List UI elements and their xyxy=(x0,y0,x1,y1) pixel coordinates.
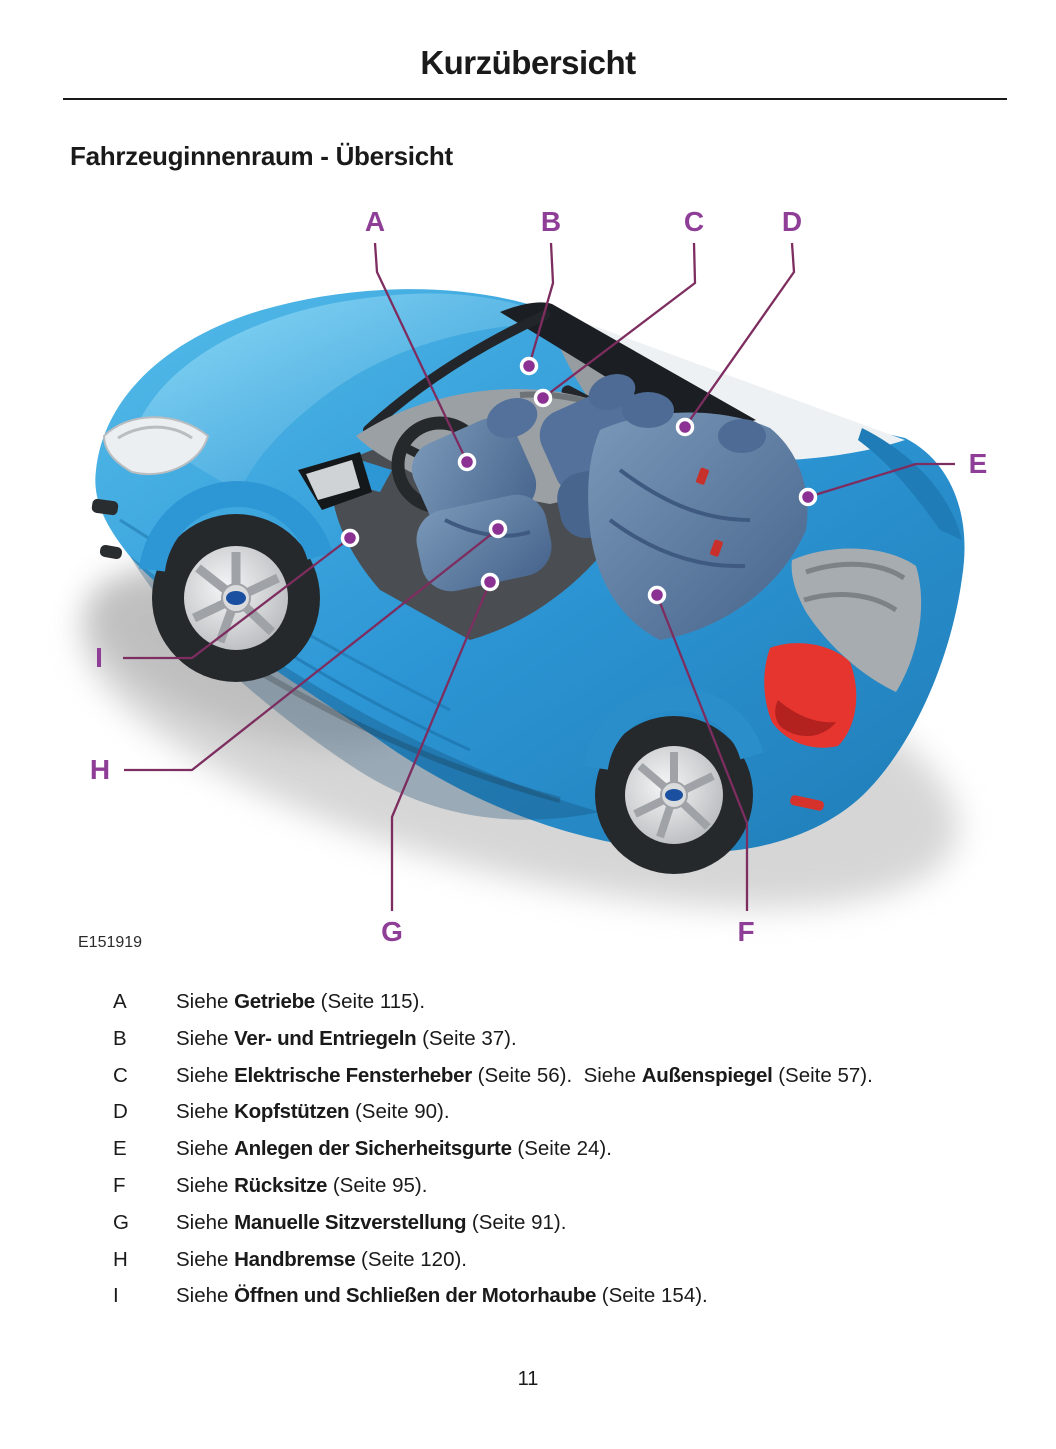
legend-row: H Siehe Handbremse (Seite 120). xyxy=(0,1242,1056,1279)
leader-line-e xyxy=(807,462,955,499)
legend-text: Siehe Kopfstützen (Seite 90). xyxy=(176,1100,450,1124)
handbrake-lever xyxy=(482,501,536,536)
legend-letter: I xyxy=(113,1284,119,1308)
rear-wheel xyxy=(584,686,764,874)
legend-text: Siehe Elektrische Fensterheber (Seite 56… xyxy=(176,1063,873,1087)
callout-label-b: B xyxy=(540,206,562,237)
legend-letter: B xyxy=(113,1026,127,1050)
windshield-frame xyxy=(500,302,756,436)
figure-code: E151919 xyxy=(78,934,143,951)
legend-text: Siehe Getriebe (Seite 115). xyxy=(176,990,426,1013)
legend-text: Siehe Ver- und Entriegeln (Seite 37). xyxy=(176,1026,517,1050)
legend-text: Siehe Manuelle Sitzverstellung (Seite 91… xyxy=(176,1210,567,1234)
callout-dot xyxy=(798,487,818,507)
leader-line-g xyxy=(390,581,492,911)
interior-floor xyxy=(330,432,640,640)
callout-dot xyxy=(675,417,695,437)
page-title: Kurzübersicht xyxy=(420,44,636,81)
callout-label-a: A xyxy=(364,206,386,237)
leader-line-i xyxy=(123,537,351,660)
front-passenger-seat xyxy=(539,374,671,539)
callout-dot xyxy=(457,452,477,472)
legend-text: Siehe Rücksitze (Seite 95). xyxy=(176,1173,428,1197)
legend-text: Siehe Öffnen und Schließen der Motorhaub… xyxy=(176,1284,708,1308)
gear-shifter xyxy=(439,444,503,492)
legend-row: B Siehe Ver- und Entriegeln (Seite 37). xyxy=(0,1021,1056,1058)
callout-dot xyxy=(480,572,500,592)
hood xyxy=(140,293,560,492)
callout-label-i: I xyxy=(95,642,103,673)
legend-letter: C xyxy=(113,1063,128,1087)
rear-seats xyxy=(588,392,808,640)
callout-lines xyxy=(123,242,955,911)
callout-label-d: D xyxy=(781,206,803,237)
callout-dot xyxy=(340,528,360,548)
callout-label-h: H xyxy=(89,754,111,785)
taillight xyxy=(764,643,857,748)
rear-window xyxy=(791,548,922,692)
leader-line-b xyxy=(527,242,555,367)
open-roof-band xyxy=(545,308,905,460)
callout-dot xyxy=(488,519,508,539)
callout-legend: A Siehe Getriebe (Seite 115). B Siehe Ve… xyxy=(0,984,1056,1315)
callout-dot xyxy=(519,356,539,376)
front-wheel xyxy=(139,481,333,682)
legend-row: D Siehe Kopfstützen (Seite 90). xyxy=(0,1094,1056,1131)
callout-dots xyxy=(340,356,818,605)
legend-row: G Siehe Manuelle Sitzverstellung (Seite … xyxy=(0,1205,1056,1242)
leader-line-c xyxy=(542,242,697,399)
title-divider xyxy=(63,98,1007,100)
callout-dot xyxy=(533,388,553,408)
section-heading: Fahrzeuginnenraum - Übersicht xyxy=(70,141,453,171)
page-number: 11 xyxy=(517,1368,539,1390)
side-mirror xyxy=(298,452,392,510)
ground-shadow xyxy=(81,552,959,908)
leader-line-f xyxy=(655,594,749,911)
headlight xyxy=(102,416,210,476)
legend-text: Siehe Anlegen der Sicherheitsgurte (Seit… xyxy=(176,1137,612,1161)
legend-text: Siehe Handbremse (Seite 120). xyxy=(176,1247,467,1271)
car-illustration xyxy=(91,289,965,874)
leader-line-h xyxy=(124,528,499,772)
legend-row: I Siehe Öffnen und Schließen der Motorha… xyxy=(0,1278,1056,1315)
legend-letter: F xyxy=(113,1173,126,1197)
legend-letter: D xyxy=(113,1100,128,1124)
steering-wheel xyxy=(391,416,489,514)
legend-letter: G xyxy=(113,1210,129,1234)
leader-line-d xyxy=(684,242,796,428)
door-trim xyxy=(548,318,790,476)
dashboard xyxy=(356,389,676,504)
legend-row: A Siehe Getriebe (Seite 115). xyxy=(0,984,1056,1021)
legend-letter: H xyxy=(113,1247,128,1271)
legend-row: F Siehe Rücksitze (Seite 95). xyxy=(0,1168,1056,1205)
driver-seat xyxy=(411,398,552,592)
callout-label-e: E xyxy=(968,448,988,479)
legend-row: E Siehe Anlegen der Sicherheitsgurte (Se… xyxy=(0,1131,1056,1168)
callout-label-c: C xyxy=(683,206,705,237)
callout-label-g: G xyxy=(381,916,403,947)
callout-dot xyxy=(647,585,667,605)
car-body xyxy=(95,289,965,852)
legend-letter: A xyxy=(113,990,127,1013)
leader-line-a xyxy=(373,242,469,463)
legend-row: C Siehe Elektrische Fensterheber (Seite … xyxy=(0,1058,1056,1095)
legend-letter: E xyxy=(113,1137,127,1161)
callout-label-f: F xyxy=(737,916,755,947)
